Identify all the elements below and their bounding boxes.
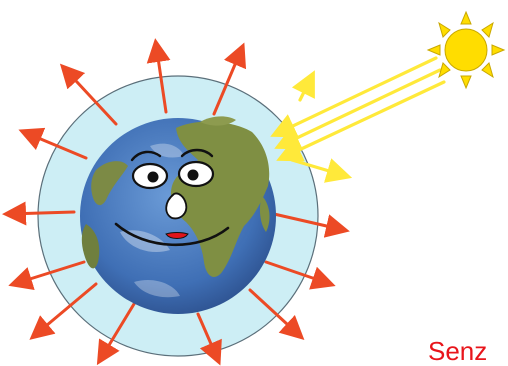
caption-text: Senz	[428, 338, 487, 364]
sun-icon	[428, 12, 504, 88]
earth-face-icon	[80, 116, 276, 314]
